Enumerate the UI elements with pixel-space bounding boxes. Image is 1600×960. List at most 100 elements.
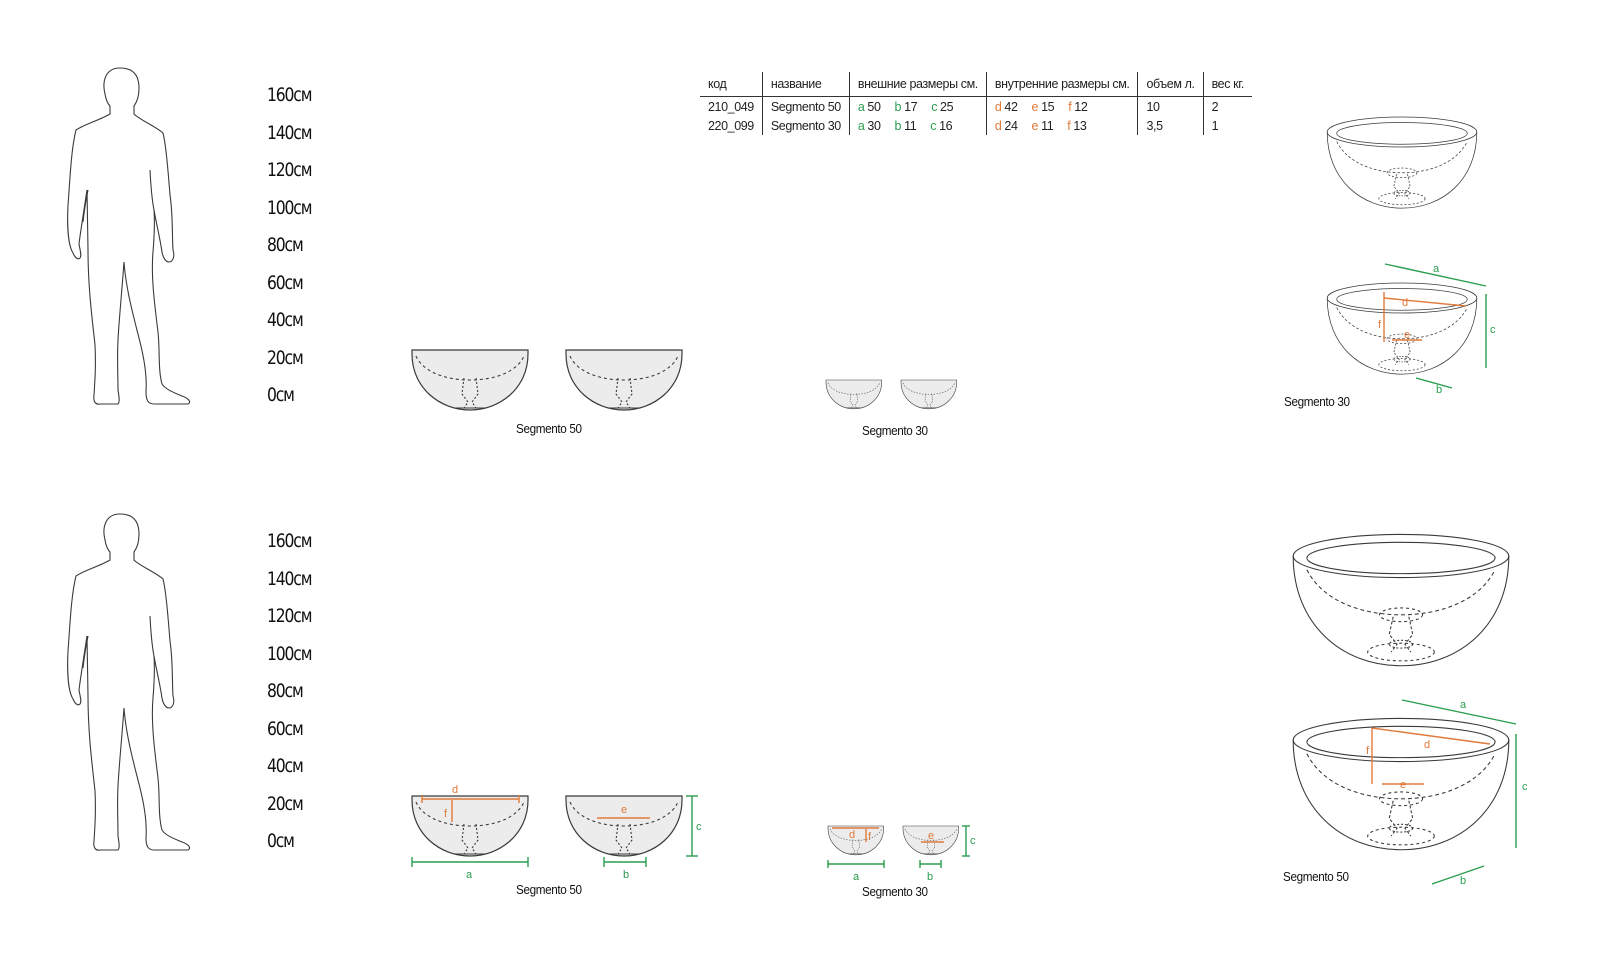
scale-label: 100см	[267, 196, 312, 219]
scale-label: 140см	[267, 121, 312, 144]
scale-label: 40см	[267, 309, 304, 331]
dimension-number: 17	[904, 100, 918, 114]
dimension-letter-d: d	[849, 829, 855, 841]
segmento-50-perspective-plain	[1292, 533, 1510, 667]
scale-label: 160см	[267, 84, 312, 106]
dimension-number: 24	[1004, 119, 1018, 133]
segmento-50-front-pair-top	[411, 349, 683, 411]
dimension-letter-c: c	[696, 821, 702, 833]
segmento-30-perspective-plain	[1326, 116, 1478, 209]
cell-weight: 1	[1202, 116, 1252, 135]
cell-weight: 2	[1202, 96, 1252, 116]
caption-segmento-50-bottom: Segmento 50	[516, 882, 582, 897]
cell-name: Segmento 50	[761, 96, 850, 116]
specification-table: код название внешние размеры см. внутрен…	[700, 72, 1252, 135]
dimension-letter-f: f	[1366, 745, 1370, 757]
cell-name: Segmento 30	[761, 116, 850, 135]
dimension-number: 25	[940, 100, 954, 114]
dimension-number: 16	[939, 119, 953, 133]
dimension-letter-c: c	[1522, 781, 1528, 793]
caption-segmento-30-bottom: Segmento 30	[862, 884, 928, 899]
header-name: название	[761, 72, 850, 97]
dimension-letter-e: e	[928, 830, 934, 842]
dimension-number: 11	[904, 119, 917, 133]
header-code: код	[700, 72, 763, 97]
segmento-30-dimension-lines	[827, 825, 970, 868]
dimension-key: d	[994, 119, 1002, 133]
scale-label: 0см	[267, 830, 295, 852]
caption-segmento-50-right: Segmento 50	[1283, 869, 1349, 884]
scale-label: 140см	[267, 567, 312, 590]
scale-label: 40см	[267, 755, 304, 777]
scale-label: 100см	[267, 642, 312, 665]
caption-segmento-30-right: Segmento 30	[1284, 394, 1350, 409]
dimension-number: 50	[867, 100, 881, 114]
dimension-number: 12	[1074, 100, 1088, 114]
header-inner-dimensions: внутренние размеры см.	[985, 72, 1138, 97]
scale-label: 20см	[267, 792, 304, 815]
dimension-letter-c: c	[970, 835, 976, 847]
dimension-letter-b: b	[927, 871, 933, 883]
dimension-number: 42	[1004, 100, 1018, 114]
cell-code: 220_099	[708, 119, 754, 133]
dimension-letter-b: b	[1436, 384, 1442, 396]
dimension-key: d	[994, 100, 1002, 114]
scale-label: 160см	[267, 530, 312, 552]
dimension-letter-d: d	[452, 784, 458, 796]
header-outer-dimensions: внешние размеры см.	[848, 72, 987, 97]
header-weight: вес кг.	[1202, 72, 1252, 97]
dimension-key: e	[1031, 100, 1039, 114]
dimension-letter-e: e	[1400, 779, 1406, 791]
dimension-key: f	[1068, 100, 1072, 114]
scale-label: 60см	[267, 271, 304, 294]
scale-label: 60см	[267, 717, 304, 740]
dimension-letter-e: e	[1404, 329, 1410, 341]
dimension-key: a	[857, 119, 865, 133]
dimension-number: 15	[1041, 100, 1055, 114]
scale-label: 0см	[267, 384, 295, 406]
dimension-letter-f: f	[1378, 319, 1382, 331]
dimension-number: 30	[867, 119, 881, 133]
dimension-key: c	[930, 119, 937, 133]
segmento-50-dimension-lines	[411, 795, 698, 867]
dimension-letter-d: d	[1402, 297, 1408, 309]
dimension-letter-e: e	[621, 804, 627, 816]
scale-label: 80см	[267, 680, 304, 702]
cell-code: 210_049	[708, 100, 754, 114]
segmento-30-perspective-dimension-lines	[1383, 263, 1487, 389]
human-silhouette-bottom	[67, 513, 191, 851]
scale-label: 120см	[267, 159, 312, 181]
cell-volume: 10	[1137, 96, 1204, 116]
dimension-key: c	[931, 100, 938, 114]
dimension-number: 11	[1041, 119, 1054, 133]
dimension-letter-a: a	[853, 871, 860, 883]
table-header-row: код название внешние размеры см. внутрен…	[700, 72, 1252, 97]
segmento-50-perspective-dimension-lines	[1371, 699, 1517, 885]
dimension-key: a	[857, 100, 865, 114]
dimension-letter-a: a	[1460, 699, 1467, 711]
dimension-letter-f: f	[868, 831, 872, 843]
scale-label: 120см	[267, 605, 312, 627]
dimension-letter-a: a	[466, 869, 473, 881]
dimension-letter-c: c	[1490, 324, 1496, 336]
dimension-letter-b: b	[1460, 875, 1466, 887]
cell-volume: 3,5	[1137, 116, 1204, 135]
